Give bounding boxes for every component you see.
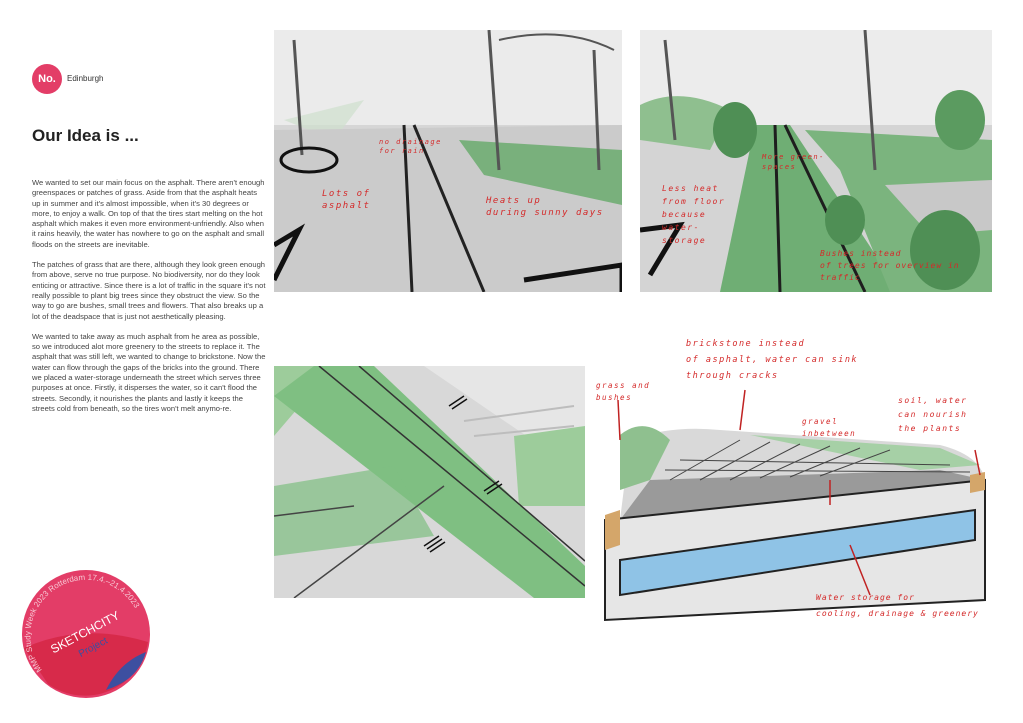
annotation: More green- spaces [762,153,825,171]
sketchcity-sticker: MMP Study Week 2023 Rotterdam 17.4.–21.4… [18,566,154,702]
street-sketch-after [640,30,992,292]
annotation: Bushes instead of trees for overview in … [820,249,960,282]
annotation: brickstone instead of asphalt, water can… [686,339,859,381]
body-text: We wanted to set our main focus on the a… [32,178,266,424]
sketch-after: More green- spaces Less heat from floor … [640,30,992,292]
sticker-graphic: MMP Study Week 2023 Rotterdam 17.4.–21.4… [22,570,150,698]
page-title: Our Idea is ... [32,126,139,145]
annotation: no drainage for rain [379,138,442,155]
annotation: Lots of asphalt [322,189,371,211]
sketch-before: no drainage for rain Lots of asphalt Hea… [274,30,622,292]
annotation: Water storage for cooling, drainage & gr… [816,593,979,618]
street-section-sketch [604,389,986,622]
city-label: Edinburgh [67,74,104,83]
annotation: gravel inbetween [802,417,857,438]
street-sketch-before [274,30,622,292]
paragraph: The patches of grass that are there, alt… [32,260,266,321]
paragraph: We wanted to take away as much asphalt f… [32,331,266,413]
sketch-topdown [274,366,585,598]
intersection-sketch [274,366,585,598]
paragraph: We wanted to set our main focus on the a… [32,178,265,249]
annotation: Heats up during sunny days [486,196,604,218]
annotation: grass and bushes [596,381,651,402]
number-badge: No. [32,64,62,94]
annotation: Less heat from floor because water- stor… [662,184,726,245]
annotation: soil, water can nourish the plants [898,396,968,433]
sketch-cross-section: brickstone instead of asphalt, water can… [590,330,1010,630]
